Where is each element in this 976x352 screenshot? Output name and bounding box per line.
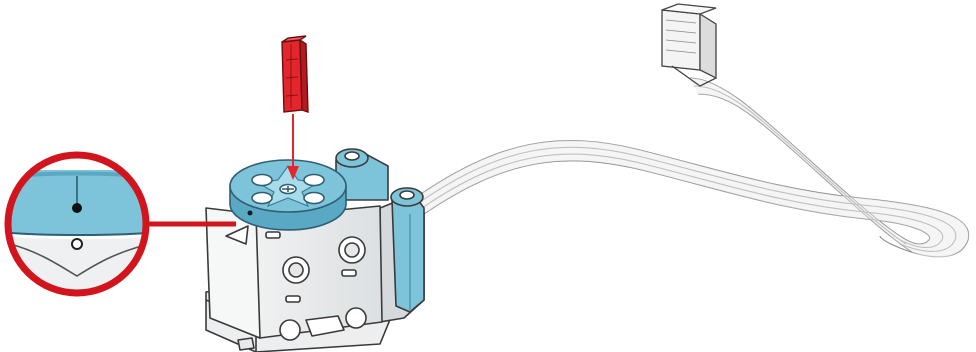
cable-fill [418, 78, 969, 258]
down-arrow-icon [287, 114, 299, 180]
rotor-hub [230, 160, 346, 230]
cable-connector-icon [662, 4, 716, 86]
axle-icon [282, 36, 308, 112]
zoom-callout-icon [0, 155, 160, 300]
